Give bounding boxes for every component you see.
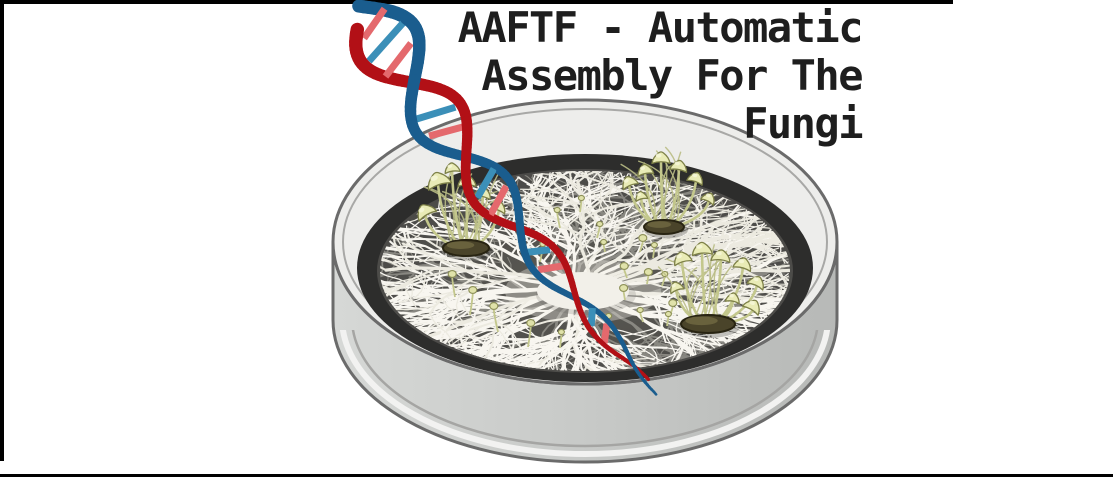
mushroom-cluster-right (657, 241, 764, 338)
dna-helix (349, 0, 658, 396)
mushroom-cluster-top-right (620, 146, 715, 239)
colony-center (537, 272, 629, 310)
title-line-1: AAFTF - Automatic (457, 3, 864, 52)
title-line-3: Fungi (743, 99, 863, 148)
banner-title: AAFTF - Automatic Assembly For The Fungi (457, 3, 864, 148)
title-line-2: Assembly For The (481, 51, 863, 100)
mushroom-cluster-left (417, 162, 506, 261)
